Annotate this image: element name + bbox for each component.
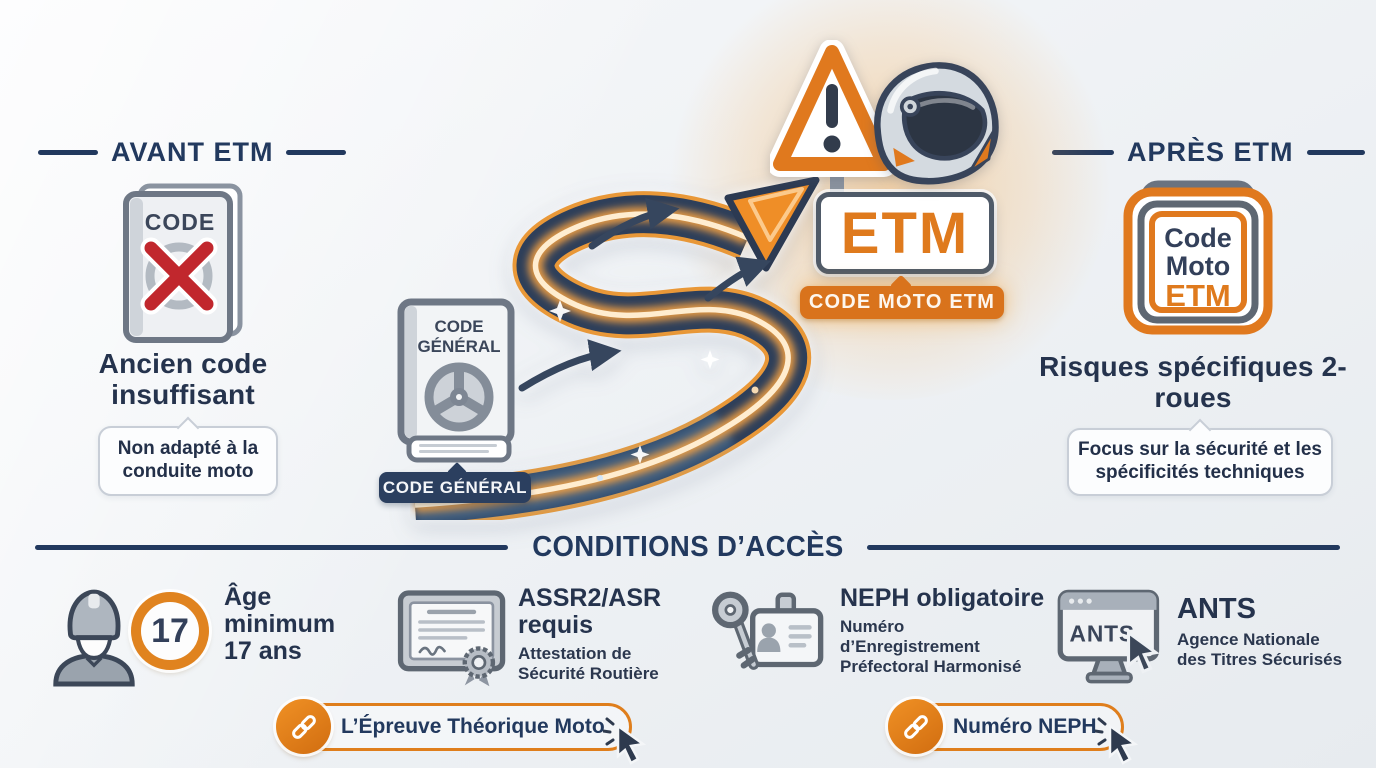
app-icon-line1: Code	[1164, 223, 1232, 253]
apres-bubble-text: Focus sur la sécurité et les spécificité…	[1078, 439, 1322, 483]
motorcycle-helmet-icon	[874, 62, 999, 185]
apres-title: Risques spécifiques 2-roues	[1039, 351, 1347, 413]
heading-dash	[38, 150, 98, 155]
heading-dash	[1306, 150, 1365, 155]
ants-website-icon: ANTS	[1057, 589, 1160, 684]
etm-sign: ETM	[816, 192, 994, 274]
key-id-card-icon	[712, 591, 824, 670]
warning-triangle-icon	[770, 40, 894, 177]
app-icon-line3: ETM	[1165, 278, 1230, 313]
divider-line	[867, 545, 1340, 550]
book-title-line2: GÉNÉRAL	[417, 337, 500, 356]
book-title-line1: CODE	[434, 317, 483, 336]
book-title: CODE	[145, 209, 215, 235]
link-numero-neph[interactable]: Numéro NEPH	[888, 699, 1138, 765]
avant-bubble-text: Non adapté à la conduite moto	[117, 438, 259, 482]
condition-neph-title: NEPH obligatoire	[840, 584, 1045, 612]
conditions-heading: CONDITIONS D’ACCÈS	[531, 531, 844, 563]
old-code-book-x-icon: CODE	[123, 183, 243, 343]
steering-wheel-icon	[424, 362, 494, 432]
apres-heading-label: APRÈS ETM	[1127, 137, 1294, 167]
condition-ants-subtitle: Agence Nationale des Titres Sécurisés	[1177, 630, 1343, 670]
rider-17-icon	[53, 589, 135, 687]
avant-title: Ancien code insuffisant	[98, 348, 268, 410]
conditions-divider: CONDITIONS D’ACCÈS	[35, 531, 1340, 564]
code-moto-etm-badge: CODE MOTO ETM	[800, 286, 1004, 319]
apres-bubble: Focus sur la sécurité et les spécificité…	[1067, 428, 1333, 496]
guide-arrows	[518, 197, 772, 392]
divider-line	[35, 545, 508, 550]
code-general-book-icon: CODE GÉNÉRAL	[397, 298, 515, 463]
condition-assr: ASSR2/ASR requis Attestation de Sécurité…	[518, 585, 698, 684]
age-17-label: 17	[151, 611, 189, 650]
etm-sign-label: ETM	[840, 200, 970, 266]
condition-ants-title: ANTS	[1177, 593, 1256, 625]
heading-dash	[286, 150, 347, 155]
age-17-badge: 17	[131, 592, 209, 670]
certificate-icon	[397, 590, 506, 687]
avant-heading-label: AVANT ETM	[111, 137, 274, 167]
condition-assr-title: ASSR2/ASR requis	[518, 584, 662, 639]
link-label: L’Épreuve Théorique Moto	[341, 715, 605, 738]
chain-link-icon	[888, 699, 943, 754]
condition-age: Âge minimum 17 ans	[224, 584, 364, 665]
chain-link-icon	[276, 699, 331, 754]
code-general-badge: CODE GÉNÉRAL	[379, 472, 531, 503]
ants-screen-label: ANTS	[1070, 620, 1135, 646]
road-arrowhead	[724, 176, 820, 272]
code-general-badge-label: CODE GÉNÉRAL	[382, 477, 528, 497]
condition-age-title: Âge minimum 17 ans	[224, 583, 336, 665]
apres-heading: APRÈS ETM	[1052, 137, 1365, 168]
condition-neph: NEPH obligatoire Numéro d’Enregistrement…	[840, 585, 1045, 677]
cursor-on-screen-icon	[1126, 629, 1160, 674]
condition-assr-subtitle: Attestation de Sécurité Routière	[518, 644, 659, 684]
code-moto-etm-badge-label: CODE MOTO ETM	[808, 291, 996, 313]
click-cursor-icon	[1093, 717, 1141, 768]
heading-dash	[1052, 150, 1114, 155]
condition-neph-subtitle: Numéro d’Enregistrement Préfectoral Harm…	[840, 617, 1022, 677]
red-x-icon	[140, 237, 218, 315]
code-moto-etm-app-icon: Code Moto ETM	[1123, 180, 1273, 335]
app-icon-line2: Moto	[1166, 251, 1230, 281]
avant-bubble: Non adapté à la conduite moto	[98, 426, 278, 496]
condition-ants: ANTS Agence Nationale des Titres Sécuris…	[1177, 593, 1347, 670]
click-cursor-icon	[601, 717, 649, 768]
avant-heading: AVANT ETM	[38, 137, 347, 168]
link-label: Numéro NEPH	[953, 715, 1097, 738]
link-epreuve-theorique-moto[interactable]: L’Épreuve Théorique Moto	[276, 699, 646, 765]
